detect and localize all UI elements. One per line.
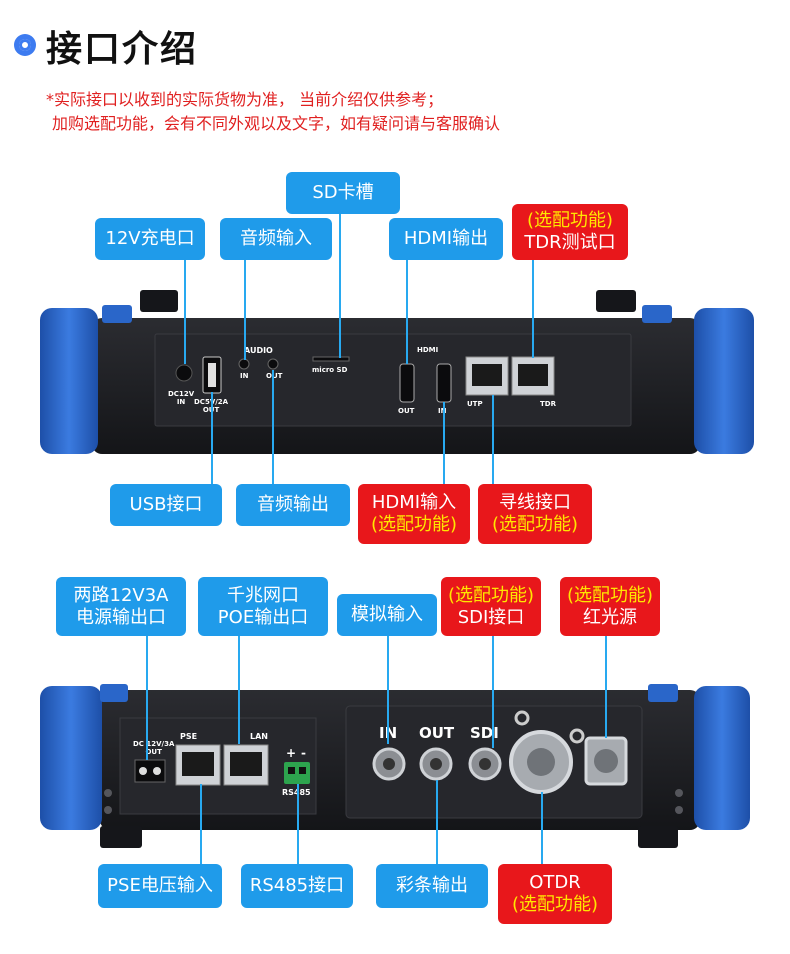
panel-rs485-label: RS485: [282, 788, 311, 797]
line-poe: [238, 636, 240, 744]
dual-dc-out-port-icon: [134, 759, 166, 783]
panel-hdmi-title: HDMI: [417, 346, 439, 354]
label-tdr: (选配功能) TDR测试口: [512, 204, 628, 260]
label-hdmi-in: HDMI输入 (选配功能): [358, 484, 470, 544]
panel-tdr: TDR: [540, 400, 556, 408]
line-pse: [200, 784, 202, 864]
audio-in-jack-icon: [238, 358, 250, 370]
label-poe: 千兆网口 POE输出口: [198, 577, 328, 636]
label-power-out-line2: 电源输出口: [76, 606, 166, 628]
line-tdr: [532, 260, 534, 358]
label-cable-finder-text: 寻线接口: [499, 492, 571, 513]
panel-audio-in: IN: [240, 372, 249, 380]
label-cable-finder: 寻线接口 (选配功能): [478, 484, 592, 544]
label-12v-charge: 12V充电口: [95, 218, 205, 260]
bottom-bumper-right: [694, 686, 750, 830]
label-otdr-text: OTDR: [529, 872, 581, 893]
label-hdmi-out: HDMI输出: [389, 218, 503, 260]
top-bumper-left: [40, 308, 98, 454]
panel-dc-out-label: DC 12V/3A OUT: [133, 740, 175, 756]
label-otdr: OTDR (选配功能): [498, 864, 612, 924]
panel-audio-out: OUT: [266, 372, 283, 380]
label-sdi-option: (选配功能): [447, 584, 535, 606]
audio-out-jack-icon: [267, 358, 279, 370]
line-cable-finder: [492, 395, 494, 484]
line-hdmi-in: [443, 402, 445, 484]
line-hdmi-out: [406, 260, 408, 364]
line-analog-in: [387, 636, 389, 744]
label-audio-in: 音频输入: [220, 218, 332, 260]
panel-bnc-out-label: OUT: [419, 724, 455, 742]
label-tdr-text: TDR测试口: [524, 232, 616, 253]
line-sdi: [492, 636, 494, 748]
line-usb: [211, 392, 213, 484]
label-poe-line2: POE输出口: [217, 606, 309, 628]
label-power-out: 两路12V3A 电源输出口: [56, 577, 186, 636]
line-rs485: [297, 784, 299, 864]
panel-plus-label: +: [286, 746, 297, 760]
label-red-light-source: (选配功能) 红光源: [560, 577, 660, 636]
top-device: [40, 290, 754, 454]
label-analog-in: 模拟输入: [337, 594, 437, 636]
micro-sd-slot-icon: [312, 356, 350, 362]
line-power-out: [146, 636, 148, 760]
label-hdmi-in-text: HDMI输入: [371, 492, 457, 513]
panel-micro-sd: micro SD: [312, 366, 348, 374]
dc12v-jack-icon: [175, 364, 193, 382]
panel-lan-label: LAN: [250, 732, 268, 741]
panel-hdmi-out: OUT: [398, 407, 415, 415]
label-poe-line1: 千兆网口: [227, 584, 299, 606]
top-hinge-right: [596, 290, 636, 312]
label-otdr-option: (选配功能): [511, 894, 599, 915]
panel-audio-title: AUDIO: [244, 346, 273, 355]
label-sd-slot: SD卡槽: [286, 172, 400, 214]
disclaimer-line-2: 加购选配功能，会有不同外观以及文字，如有疑问请与客服确认: [52, 114, 501, 133]
line-otdr: [541, 792, 543, 864]
label-color-bar-out: 彩条输出: [376, 864, 488, 908]
hdmi-in-port-icon: [436, 363, 452, 403]
page-title: 接口介绍: [46, 29, 199, 70]
top-hinge-left: [140, 290, 178, 312]
label-pse-input: PSE电压输入: [98, 864, 222, 908]
panel-minus-label: -: [301, 746, 306, 760]
bottom-device: [40, 684, 750, 848]
label-vfl-text: 红光源: [583, 606, 637, 628]
disclaimer-line-1: *实际接口以收到的实际货物为准， 当前介绍仅供参考；: [46, 90, 444, 109]
label-sdi: (选配功能) SDI接口: [441, 577, 541, 636]
panel-bnc-sdi-label: SDI: [470, 724, 499, 742]
line-vfl: [605, 636, 607, 738]
label-power-out-line1: 两路12V3A: [73, 584, 169, 606]
panel-utp: UTP: [467, 400, 483, 408]
label-hdmi-in-option: (选配功能): [370, 514, 458, 535]
panel-dc12v-label: DC12V IN: [168, 390, 195, 406]
top-bumper-right: [694, 308, 754, 454]
label-sdi-text: SDI接口: [457, 606, 525, 628]
label-audio-out: 音频输出: [236, 484, 350, 526]
section-bullet-icon: [14, 34, 36, 56]
rs485-terminal-icon: [284, 762, 310, 784]
label-tdr-option: (选配功能): [526, 210, 614, 231]
label-cable-finder-option: (选配功能): [491, 514, 579, 535]
panel-pse-label: PSE: [180, 732, 198, 741]
line-sd: [339, 214, 341, 358]
line-color-bar: [436, 780, 438, 864]
bottom-bumper-left: [40, 686, 102, 830]
label-usb: USB接口: [110, 484, 222, 526]
line-audio-in: [244, 260, 246, 360]
label-vfl-option: (选配功能): [566, 584, 654, 606]
line-audio-out: [272, 370, 274, 484]
label-rs485: RS485接口: [241, 864, 353, 908]
hdmi-out-port-icon: [399, 363, 415, 403]
line-dc12v: [184, 260, 186, 364]
panel-hdmi-in: IN: [438, 407, 446, 415]
